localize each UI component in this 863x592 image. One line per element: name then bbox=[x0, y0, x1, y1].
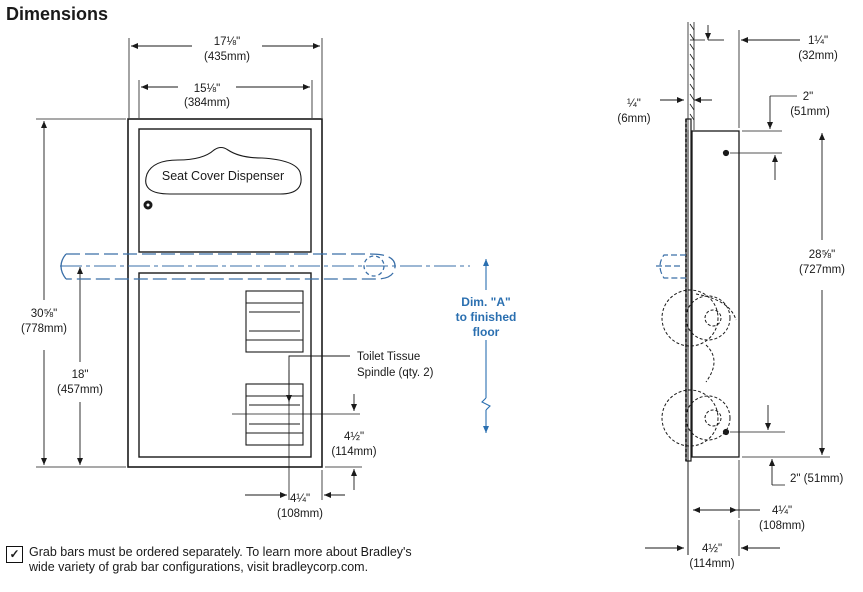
dim-a-label-1: Dim. "A" bbox=[461, 295, 510, 309]
note-line-1: Grab bars must be ordered separately. To… bbox=[29, 545, 412, 559]
flange-mm: (6mm) bbox=[617, 113, 650, 125]
mount-hole-top bbox=[722, 149, 730, 157]
page-title: Dimensions bbox=[6, 4, 109, 24]
projection-in: 1¼" bbox=[808, 35, 828, 47]
front-view bbox=[36, 38, 362, 500]
height-total-mm: (778mm) bbox=[21, 323, 67, 335]
depth-inner-in: 4¼" bbox=[772, 505, 792, 517]
tissue-roll-upper bbox=[245, 290, 304, 353]
dim-a-label-3: floor bbox=[473, 325, 500, 339]
tissue-roll-lower bbox=[245, 383, 304, 446]
side-height-mm: (727mm) bbox=[799, 264, 845, 276]
depth-inner-mm: (108mm) bbox=[759, 520, 805, 532]
width-inner-mm: (384mm) bbox=[184, 97, 230, 109]
dim-a-label-2: to finished bbox=[456, 310, 517, 324]
width-outer-in: 17⅛" bbox=[214, 36, 240, 48]
bottom-offset: 2" (51mm) bbox=[790, 473, 843, 485]
note-line-2: wide variety of grab bar configurations,… bbox=[29, 560, 369, 574]
seat-cover-door bbox=[138, 128, 312, 253]
outer-flange bbox=[127, 118, 323, 468]
height-spindle-in: 18" bbox=[72, 369, 89, 381]
top-offset-mm: (51mm) bbox=[790, 106, 830, 118]
spindle-label-1: Toilet Tissue bbox=[357, 351, 420, 363]
grab-bar-front bbox=[60, 253, 470, 280]
spindle-offset-v-in: 4½" bbox=[344, 431, 364, 443]
side-cabinet bbox=[691, 130, 740, 458]
depth-outer-in: 4½" bbox=[702, 543, 722, 555]
checkbox-checked-icon: ✓ bbox=[6, 546, 23, 563]
height-total-in: 30⅝" bbox=[31, 308, 57, 320]
grab-bar-side bbox=[656, 254, 686, 279]
depth-outer-mm: (114mm) bbox=[689, 558, 734, 570]
dim-a-indicator bbox=[481, 259, 491, 433]
grab-bar-note: ✓ Grab bars must be ordered separately. … bbox=[6, 545, 412, 575]
flange-in: ¼" bbox=[627, 98, 641, 110]
seat-cover-label: Seat Cover Dispenser bbox=[162, 169, 284, 183]
seat-cover-shape bbox=[145, 146, 302, 195]
spindle-label-2: Spindle (qty. 2) bbox=[357, 367, 434, 379]
side-height-in: 28⅝" bbox=[809, 249, 835, 261]
spindle-offset-h-in: 4¼" bbox=[290, 493, 310, 505]
spindle-leader bbox=[286, 355, 350, 402]
side-view bbox=[645, 22, 830, 556]
height-spindle-mm: (457mm) bbox=[57, 384, 103, 396]
top-offset-in: 2" bbox=[803, 91, 813, 103]
spindle-offset-h-mm: (108mm) bbox=[277, 508, 323, 520]
tissue-door bbox=[138, 272, 312, 458]
width-inner-in: 15⅛" bbox=[194, 83, 220, 95]
width-outer-mm: (435mm) bbox=[204, 51, 250, 63]
side-tissue-rolls bbox=[661, 289, 737, 447]
mount-hole-bottom bbox=[722, 428, 730, 436]
spindle-offset-v-mm: (114mm) bbox=[331, 446, 376, 458]
wall-hatch bbox=[687, 22, 695, 130]
projection-mm: (32mm) bbox=[798, 50, 838, 62]
